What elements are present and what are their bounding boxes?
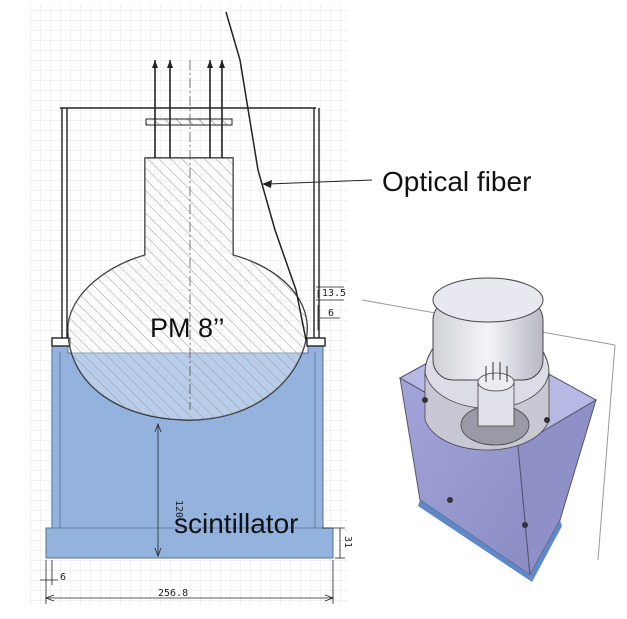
detector-3d-render bbox=[361, 277, 616, 582]
photomultiplier-tube bbox=[67, 60, 308, 421]
scintillator-label: scintillator bbox=[174, 508, 299, 539]
dim-13-5: 13.5 bbox=[322, 288, 346, 299]
dim-120: 120 bbox=[173, 500, 184, 518]
dim-6-bottom: 6 bbox=[60, 572, 66, 583]
optical-fiber-label: Optical fiber bbox=[382, 166, 532, 197]
housing-walls bbox=[51, 107, 326, 347]
optical-fiber-line bbox=[225, 11, 307, 341]
dim-256-8: 256.8 bbox=[158, 588, 188, 599]
dimension-lines bbox=[40, 286, 345, 604]
dim-31: 31 bbox=[342, 536, 353, 548]
dim-6-top: 6 bbox=[328, 308, 334, 319]
pm-label: PM 8’’ bbox=[150, 313, 225, 343]
optical-fiber-leader bbox=[262, 179, 373, 188]
